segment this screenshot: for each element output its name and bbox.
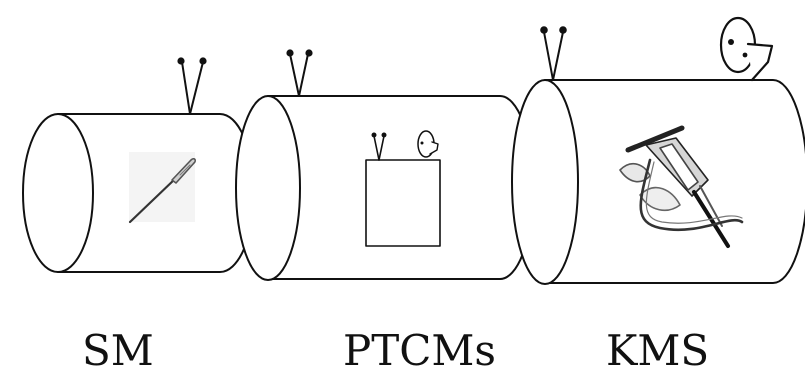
cylinder-sm bbox=[22, 57, 255, 273]
jackhammer-icon bbox=[619, 125, 744, 248]
cylinder-ptcms-front-face bbox=[235, 95, 301, 281]
label-kms: KMS bbox=[606, 326, 710, 375]
cropped-box-icon bbox=[365, 130, 441, 247]
antenna-sm bbox=[177, 57, 207, 115]
label-ptcms: PTCMs bbox=[343, 326, 496, 375]
cylinder-ptcms bbox=[235, 49, 535, 281]
face-icon bbox=[417, 130, 439, 158]
cylinder-sm-front-face bbox=[22, 113, 94, 273]
screwdriver-icon bbox=[128, 152, 197, 224]
cylinder-kms-body bbox=[544, 79, 805, 284]
cylinder-kms-front-face bbox=[511, 79, 579, 285]
antenna-kms bbox=[540, 26, 567, 81]
cylinder-kms bbox=[511, 16, 805, 285]
face-icon bbox=[719, 16, 774, 82]
label-sm: SM bbox=[82, 326, 154, 375]
antenna-ptcms bbox=[286, 49, 313, 97]
